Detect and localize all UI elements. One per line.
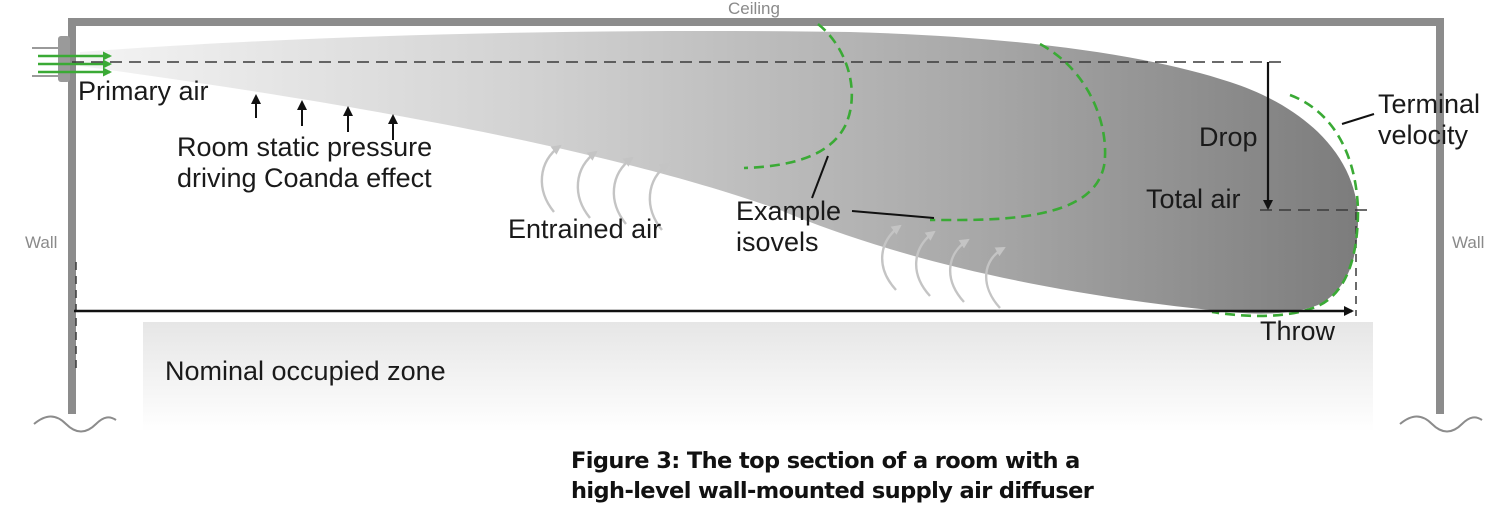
ceiling-label: Ceiling	[728, 0, 780, 18]
primary-air-label: Primary air	[78, 76, 209, 106]
wall-break-left-icon	[33, 415, 117, 433]
entrained-air-arrow-3	[612, 156, 634, 225]
entrained-air-arrow-7	[949, 238, 970, 303]
entrained-air-label: Entrained air	[508, 214, 661, 244]
entrained-air-arrow-1	[540, 144, 562, 213]
isovel-terminal	[1211, 93, 1360, 318]
air-plume	[80, 30, 1358, 314]
wall-left-label: Wall	[25, 233, 57, 252]
example-isovel-leader-2	[851, 210, 935, 219]
entrained-air-arrow-4	[648, 162, 670, 231]
example-isovel-leader-1	[811, 155, 829, 199]
figure-caption-line2: high-level wall-mounted supply air diffu…	[571, 478, 1094, 504]
wall-right-label: Wall	[1452, 233, 1484, 252]
terminal-velocity-label-line1: Terminal	[1378, 89, 1480, 119]
occupied-zone-label: Nominal occupied zone	[165, 356, 446, 386]
room-outline	[68, 18, 1444, 414]
throw-label: Throw	[1260, 316, 1336, 346]
diffuser-body	[58, 36, 70, 82]
figure-caption: Figure 3: The top section of a room with…	[571, 446, 1094, 506]
entrained-air-arrow-6	[915, 230, 936, 297]
terminal-velocity-leader	[1341, 113, 1375, 125]
drop-label: Drop	[1199, 122, 1258, 152]
entrained-air-arrow-8	[984, 246, 1006, 309]
figure-caption-line1: Figure 3: The top section of a room with…	[571, 448, 1080, 474]
isovel-outer	[930, 42, 1107, 222]
example-isovels-label-line1: Example	[736, 196, 841, 226]
example-isovels-label-line2: isovels	[736, 227, 819, 257]
entrained-air-arrow-2	[576, 150, 598, 219]
occupied-zone-area	[143, 322, 1373, 432]
isovel-inner	[743, 22, 854, 170]
room-static-pressure-label-line2: driving Coanda effect	[177, 163, 432, 193]
terminal-velocity-label-line2: velocity	[1378, 120, 1469, 150]
total-air-label: Total air	[1146, 184, 1241, 214]
wall-break-right-icon	[1399, 415, 1483, 433]
entrained-air-arrow-5	[881, 224, 902, 291]
room-static-pressure-label-line1: Room static pressure	[177, 132, 432, 162]
